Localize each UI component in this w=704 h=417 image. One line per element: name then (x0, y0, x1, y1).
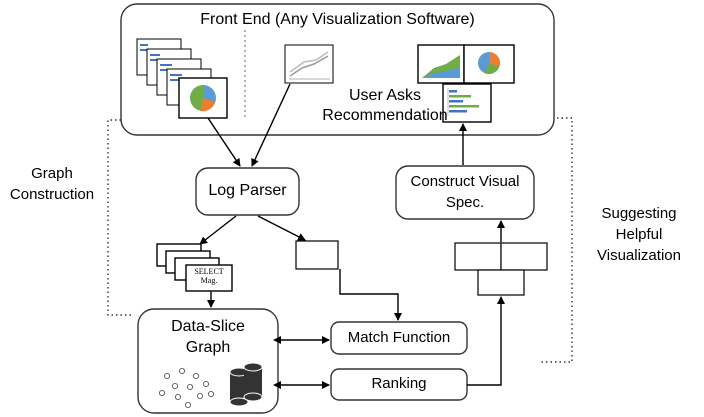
query-card-stack (156, 243, 233, 292)
query-card-line1: SELECT (194, 267, 224, 276)
rec-pie-chart (463, 44, 515, 84)
user-asks-line1: User Asks (348, 87, 421, 104)
construct-visual-line2: Spec. (445, 194, 485, 211)
graph-construction-line1: Graph (31, 165, 73, 182)
arrow-ranking-to-spec (467, 296, 505, 386)
data-slice-label: Data-Slice Graph (138, 316, 278, 358)
database-icon (229, 362, 263, 407)
construct-visual-box (395, 165, 535, 220)
user-asks-line2: Recommendation (322, 107, 448, 124)
arrow-log-to-match (339, 269, 402, 321)
user-asks-label: User Asks Recommendation (320, 86, 450, 126)
rec-bar-chart (442, 83, 492, 123)
suggesting-line2: Helpful (615, 226, 663, 243)
line-chart-thumbnail (284, 44, 334, 84)
construct-visual-label: Construct Visual Spec. (396, 171, 534, 213)
arrow-parser-to-log (257, 215, 306, 241)
recommended-charts (417, 44, 515, 123)
query-card-line2: Mag. (200, 276, 218, 285)
front-end-title: Front End (Any Visualization Software) (200, 11, 475, 28)
data-slice-line1: Data-Slice (171, 318, 245, 335)
log-parser-box (195, 167, 300, 216)
visual-spec-card-2 (500, 242, 548, 271)
match-function-box (330, 321, 468, 355)
flow-arrows (199, 83, 505, 389)
ranking-label: Ranking (371, 375, 427, 392)
log-parser-label: Log Parser (208, 182, 287, 199)
suggesting-bracket (540, 117, 573, 363)
arrow-thumbs-to-parser (207, 117, 241, 167)
query-card-text: SELECT Mag. (186, 267, 232, 285)
graph-construction-line2: Construction (9, 186, 95, 203)
graph-construction-label: Graph Construction (2, 163, 102, 205)
parsed-log-card (295, 240, 339, 270)
visual-spec-card-1 (454, 242, 502, 271)
thumb-pie (178, 77, 228, 119)
arrow-parser-to-cards (199, 215, 237, 245)
suggesting-line1: Suggesting (601, 205, 677, 222)
suggesting-label: Suggesting Helpful Visualization (577, 203, 701, 266)
chart-stack-thumbnails (136, 38, 228, 119)
arrow-line-to-parser (251, 83, 291, 167)
suggesting-line3: Visualization (597, 247, 681, 264)
visual-spec-card-3 (477, 269, 525, 296)
graph-nodes (158, 367, 215, 409)
construct-visual-line1: Construct Visual (410, 173, 520, 190)
match-function-label: Match Function (347, 329, 451, 346)
rec-area-chart (417, 44, 465, 84)
graph-construction-bracket (107, 119, 132, 316)
data-slice-line2: Graph (185, 339, 231, 356)
